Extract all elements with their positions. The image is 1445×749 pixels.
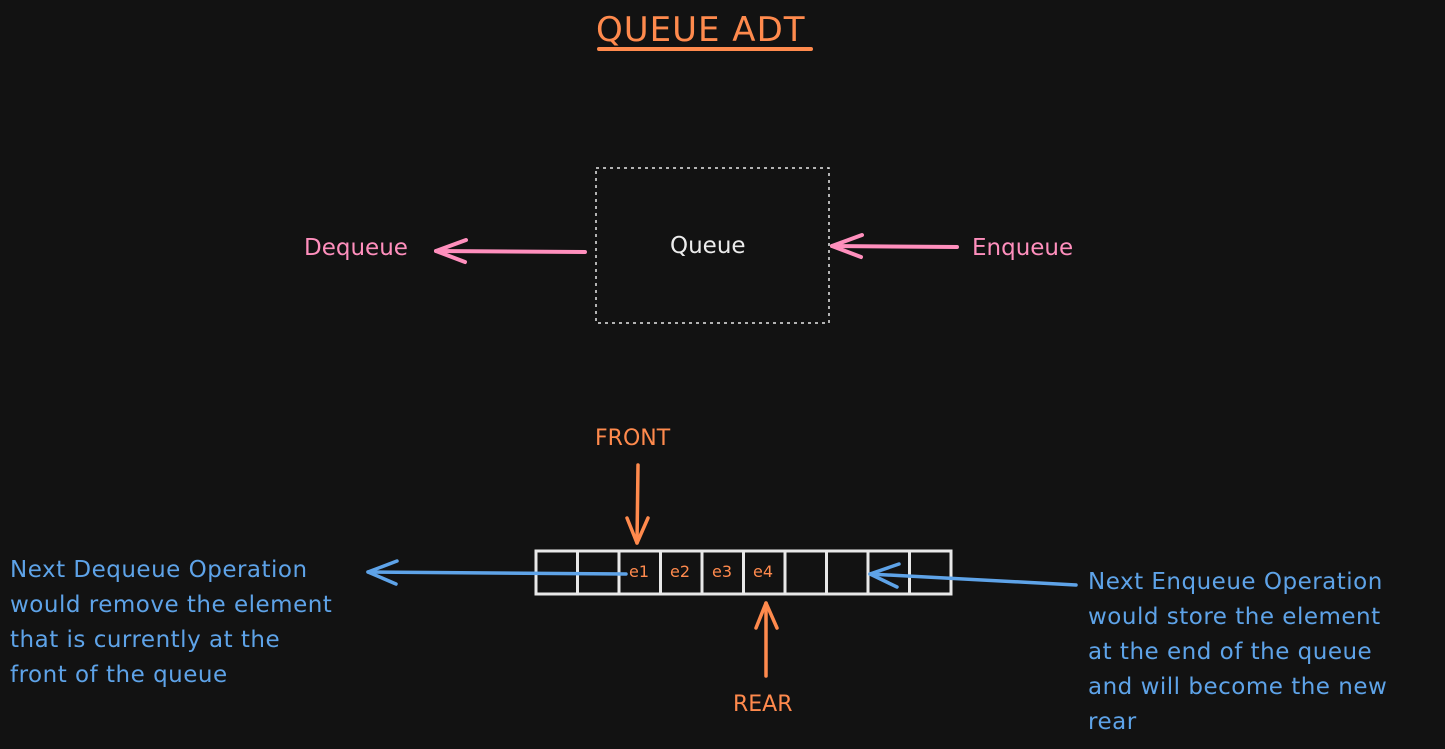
note-line: that is currently at the [10,627,281,653]
note-line: at the end of the queue [1088,639,1373,665]
note-line: and will become the new [1088,674,1388,700]
dequeue-arrow [434,238,587,264]
title-underline [597,47,813,51]
note-line: Next Enqueue Operation [1088,569,1383,595]
enqueue-arrow [830,233,959,259]
array-cell [783,549,828,596]
rear-arrow [754,601,779,678]
note-line: would remove the element [10,592,333,618]
note-line: would store the element [1088,604,1381,630]
note-line: front of the queue [10,662,228,688]
dequeue-note: Next Dequeue Operation would remove the e… [10,553,332,693]
note-line: rear [1088,709,1137,735]
enqueue-label: Enqueue [972,235,1074,261]
array-cell [825,549,870,596]
cell-value: e3 [711,562,733,581]
rear-label: REAR [733,692,793,717]
cell-value: e2 [669,562,691,581]
front-label: FRONT [595,426,671,451]
page-title: QUEUE ADT [596,10,806,50]
cell-value: e1 [628,562,650,581]
next-dequeue-arrow [366,559,628,586]
next-enqueue-arrow [868,562,1078,589]
array-cell [908,549,953,596]
dequeue-label: Dequeue [304,235,408,261]
queue-box-label: Queue [670,233,746,259]
enqueue-note: Next Enqueue Operation would store the el… [1088,565,1387,740]
cell-value: e4 [752,562,774,581]
queue-box [595,167,830,324]
front-arrow [625,463,650,545]
note-line: Next Dequeue Operation [10,557,308,583]
